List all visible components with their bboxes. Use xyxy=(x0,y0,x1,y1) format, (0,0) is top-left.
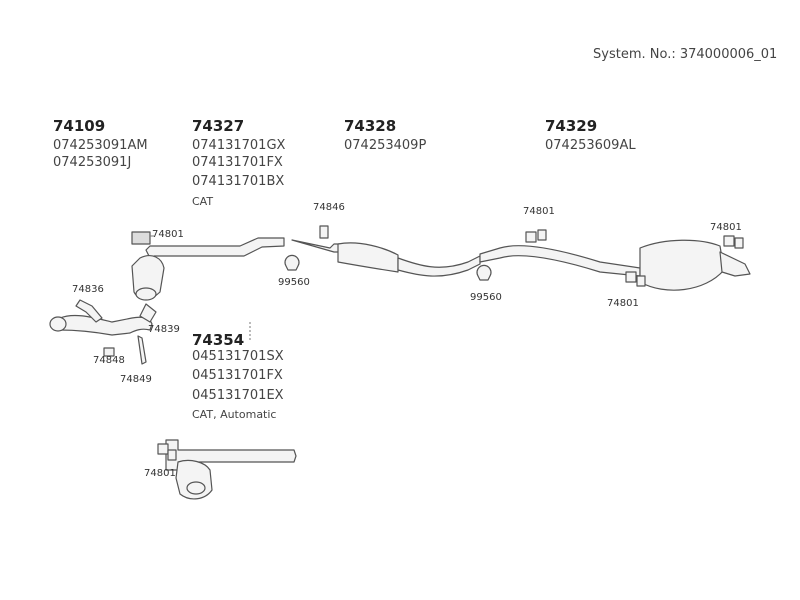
part-code: 074253609AL xyxy=(545,138,636,153)
part-number-74329: 74329 xyxy=(545,117,598,135)
part-code: 074253091J xyxy=(53,155,132,170)
part-code: 045131701EX xyxy=(192,388,284,403)
part-number-74109: 74109 xyxy=(53,117,106,135)
part-number-74354: 74354 xyxy=(192,331,245,349)
part-code: 045131701FX xyxy=(192,368,283,383)
part-label-74846: 74846 xyxy=(313,202,345,213)
part-label-74801: 74801 xyxy=(607,298,639,309)
hanger-74801-icon xyxy=(625,271,646,287)
catalytic-converter-74327 xyxy=(131,231,285,301)
part-code: 074131701GX xyxy=(192,138,286,153)
centre-silencer-74328 xyxy=(291,239,481,277)
clamp-74846-icon xyxy=(319,225,329,239)
part-note: CAT xyxy=(192,195,214,208)
part-number-74327: 74327 xyxy=(192,117,245,135)
clamp-99560-icon xyxy=(476,264,492,281)
part-code: 045131701SX xyxy=(192,349,284,364)
part-label-74839: 74839 xyxy=(148,324,180,335)
part-code: 074131701BX xyxy=(192,174,285,189)
hanger-74801-icon xyxy=(723,235,744,249)
part-label-74801: 74801 xyxy=(710,222,742,233)
part-label-74836: 74836 xyxy=(72,284,104,295)
part-code: 074131701FX xyxy=(192,155,283,170)
part-label-74801: 74801 xyxy=(144,468,176,479)
front-pipe-74109 xyxy=(49,299,157,365)
part-note: CAT, Automatic xyxy=(192,408,277,421)
part-label-74848: 74848 xyxy=(93,355,125,366)
hanger-74801-icon xyxy=(525,229,547,243)
hanger-74801-icon xyxy=(157,443,177,461)
part-label-74801: 74801 xyxy=(152,229,184,240)
alt-catalytic-pipe-74354 xyxy=(165,439,297,500)
part-label-74849: 74849 xyxy=(120,374,152,385)
clamp-99560-icon xyxy=(284,254,300,271)
part-label-99560: 99560 xyxy=(470,292,502,303)
part-label-74801: 74801 xyxy=(523,206,555,217)
system-number: System. No.: 374000006_01 xyxy=(593,47,778,62)
part-code: 074253409P xyxy=(344,138,427,153)
part-code: 074253091AM xyxy=(53,138,148,153)
part-label-99560: 99560 xyxy=(278,277,310,288)
part-number-74328: 74328 xyxy=(344,117,397,135)
rear-silencer-74329 xyxy=(479,239,751,291)
